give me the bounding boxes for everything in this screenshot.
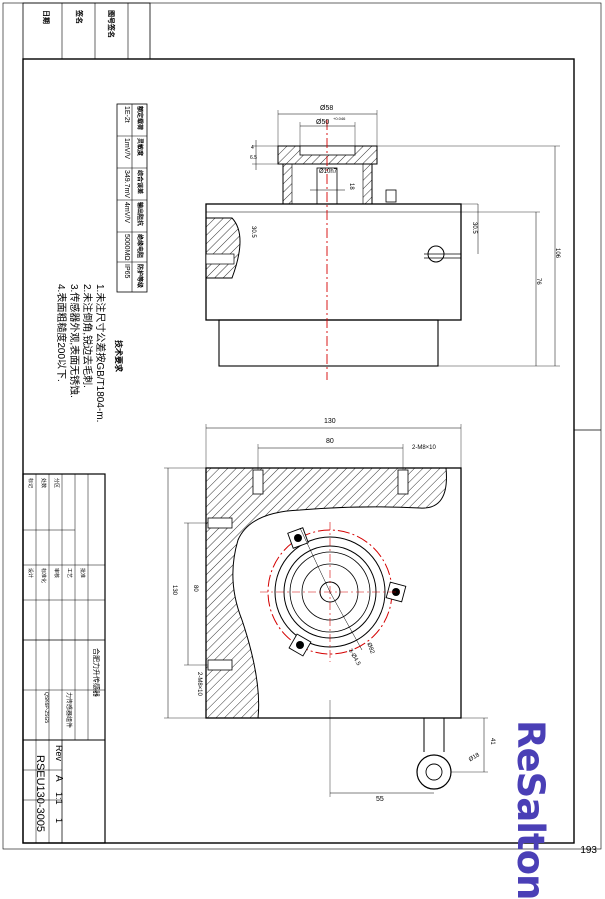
dim-w55: 55 [376, 796, 384, 803]
dim-30-5-b: 30.5 [471, 222, 477, 234]
dim-thread-left: 2-M8×10 [196, 672, 202, 696]
tb-row-0: 标记 [27, 478, 33, 489]
tb-company: 合肥力升传感器 [92, 648, 99, 697]
dim-d6: 6.5 [250, 155, 257, 161]
spec-value-5: IP65 [123, 264, 130, 279]
box-label-0: 图号签名 [107, 10, 114, 38]
spec-value-1: 1mV/V [123, 138, 130, 160]
dim-106: 106 [554, 248, 560, 259]
logo-text: ReSalton [509, 720, 552, 899]
tb-role-4: 批准 [79, 568, 85, 579]
note-2: 2.未注倒角,锐边去毛刺. [81, 284, 92, 388]
tb-role-0: 设计 [27, 568, 33, 579]
dim-thread-top: 2-M8×10 [412, 445, 436, 451]
dim-h80: 80 [192, 585, 198, 592]
tb-row-1: 处数 [40, 478, 46, 489]
dim-30-5-a: 30.5 [250, 226, 256, 238]
tb-row-2: 分区 [53, 478, 59, 489]
note-1: 1.未注尺寸公差按GB/T1804-m. [94, 284, 105, 423]
spec-value-2: 349.7mV [123, 170, 130, 199]
spec-table [116, 103, 148, 293]
resalton-logo: ReSalton [509, 720, 552, 899]
spec-header-2: 综合误差 [136, 170, 142, 195]
tb-material: QSK6P-2SG5 [43, 692, 49, 724]
spec-value-3: 4mV/V [123, 202, 130, 224]
dim-d58: Ø58 [320, 105, 334, 112]
tb-scale: 1:1 [54, 792, 64, 805]
engineering-drawing [2, 2, 602, 850]
spec-value-4: 5000MΩ [123, 234, 130, 261]
title-block [22, 473, 106, 844]
top-view [205, 110, 560, 380]
tb-product: 力传感器组件 [65, 692, 71, 729]
notes-title: 技术要求 [114, 340, 123, 372]
note-4: 4.表面粗糙度200以下. [55, 284, 66, 382]
dim-w130: 130 [324, 418, 336, 425]
dim-d18: 18 [348, 183, 354, 190]
bottom-view [164, 424, 488, 797]
dim-76: 76 [535, 278, 541, 285]
top-left-box [22, 2, 151, 60]
tb-sheet: 1 [54, 818, 64, 824]
box-label-2: 签名 [75, 10, 82, 24]
spec-header-3: 输出阻抗 [136, 202, 142, 227]
spec-header-5: 防护等级 [136, 264, 142, 289]
tb-rev-label: Rev [54, 745, 64, 762]
dim-h130: 130 [171, 585, 177, 596]
dim-d4: 4 [251, 145, 254, 151]
outer-frame [2, 2, 602, 850]
drawing-number: RSEU130-3005 [34, 755, 46, 833]
inner-frame [22, 58, 575, 844]
page-number: 193 [580, 845, 597, 856]
spec-value-0: 1E-2t [123, 106, 130, 123]
tb-role-3: 工艺 [66, 568, 72, 579]
spec-header-4: 绝缘电阻 [136, 234, 142, 259]
note-3: 3.传感器外观,表面无锈蚀. [68, 284, 79, 398]
dim-w80: 80 [326, 438, 334, 445]
tb-role-2: 审核 [53, 568, 59, 579]
spec-header-0: 额定载荷 [136, 106, 142, 131]
dim-d50-tol: +0.046 [333, 116, 346, 121]
tb-rev-value: A [53, 775, 64, 782]
spec-header-1: 灵敏度 [136, 138, 142, 157]
tb-role-1: 标准化 [40, 568, 46, 584]
dim-h41: 41 [489, 738, 495, 745]
box-label-1: 日期 [42, 10, 49, 24]
dim-d10: Ø10h7 [319, 169, 338, 175]
dim-d50: Ø50 [316, 119, 330, 126]
